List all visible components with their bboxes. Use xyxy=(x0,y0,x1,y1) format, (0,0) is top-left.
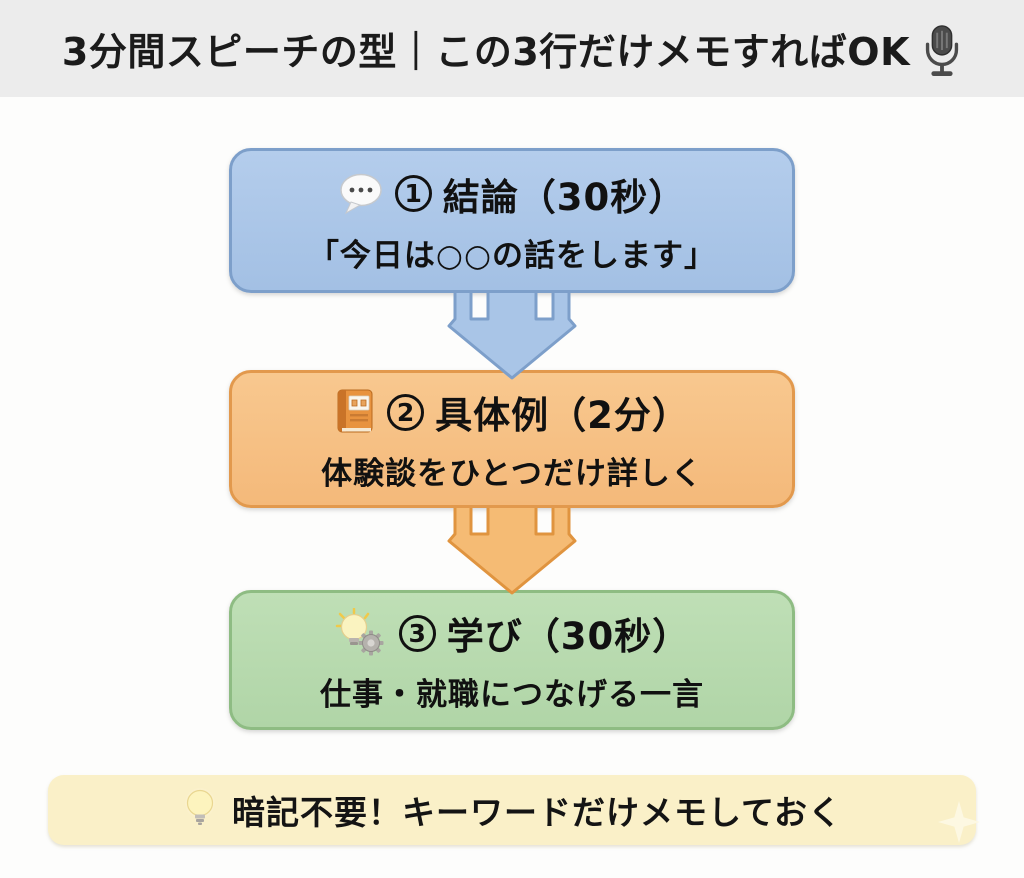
step-subtext: 仕事・就職につなげる一言 xyxy=(320,677,704,713)
step-subtext: 体験談をひとつだけ詳しく xyxy=(321,456,703,492)
step-number-badge: 3 xyxy=(398,614,436,652)
arrow-down-icon xyxy=(447,293,577,380)
arrow-down-icon xyxy=(447,508,577,595)
header-bar: 3分間スピーチの型｜この3行だけメモすればOK xyxy=(0,0,1024,97)
bulb-icon xyxy=(184,788,215,825)
step-heading: 具体例（2分） xyxy=(435,394,690,437)
step-heading: 学び（30秒） xyxy=(446,615,691,658)
footer-text: 暗記不要！キーワードだけメモしておく xyxy=(231,793,843,832)
step-subtext: 「今日は○○の話をします」 xyxy=(307,237,717,274)
step-heading: 結論（30秒） xyxy=(442,175,687,219)
microphone-icon xyxy=(925,24,959,76)
footer-note: 暗記不要！キーワードだけメモしておく xyxy=(48,775,980,845)
step-number-badge: 1 xyxy=(394,175,432,212)
step-box-example: 2 具体例（2分） 体験談をひとつだけ詳しく xyxy=(229,370,795,508)
speech-balloon-icon xyxy=(340,173,382,214)
step-number-badge: 2 xyxy=(387,393,425,431)
step-2-heading-row: 2 具体例（2分） xyxy=(334,385,690,439)
sparkle-icon xyxy=(938,801,980,843)
book-icon xyxy=(337,389,373,433)
step-box-conclusion: 1 結論（30秒） 「今日は○○の話をします」 xyxy=(229,148,795,293)
step-3-heading-row: 3 学び（30秒） xyxy=(334,606,691,660)
page-title-text: 3分間スピーチの型｜この3行だけメモすればOK xyxy=(61,30,911,74)
step-box-learning: 3 学び（30秒） 仕事・就職につなげる一言 xyxy=(229,590,795,730)
bulb-gear-icon xyxy=(335,608,384,656)
page-title: 3分間スピーチの型｜この3行だけメモすればOK xyxy=(62,21,962,77)
step-1-heading-row: 1 結論（30秒） xyxy=(338,167,687,221)
